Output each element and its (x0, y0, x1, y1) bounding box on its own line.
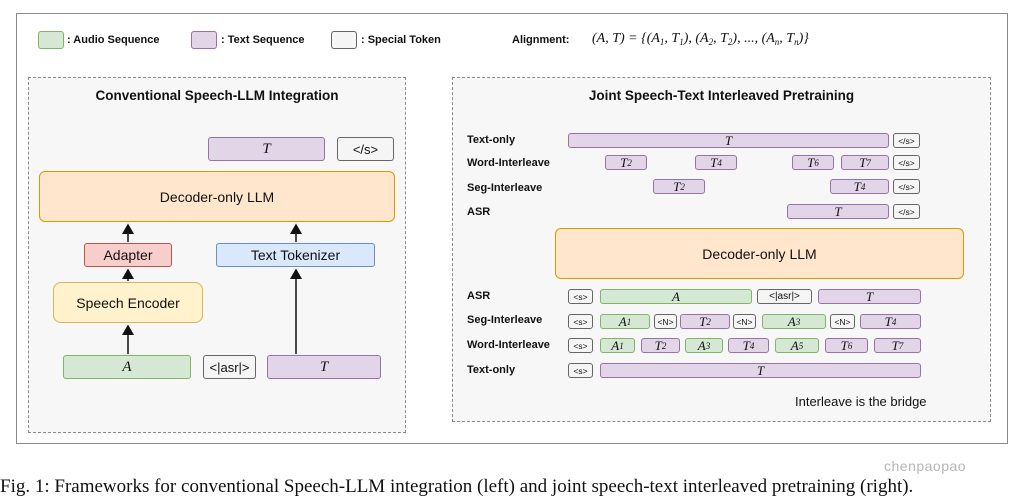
right-panel-title: Joint Speech-Text Interleaved Pretrainin… (588, 88, 855, 103)
left-llm-block: Decoder-only LLM (39, 171, 395, 222)
row-label-word-interleave-top: Word-Interleave (467, 157, 550, 169)
legend-text-label: : Text Sequence (221, 34, 305, 46)
legend-special-swatch (331, 31, 357, 49)
bottom-seg-n1: <N> (654, 314, 677, 329)
legend-audio-swatch (38, 31, 64, 49)
top-asr-t: T (787, 204, 889, 219)
left-asr-token: <|asr|> (203, 355, 256, 379)
speech-encoder-block: Speech Encoder (53, 282, 203, 323)
top-text-only-t: T (568, 133, 889, 148)
top-word-eos: </s> (893, 155, 920, 170)
figure-frame (16, 13, 1008, 444)
watermark: chenpaopao (884, 458, 967, 474)
bridge-caption: Interleave is the bridge (795, 394, 927, 409)
row-label-asr-top: ASR (467, 206, 491, 218)
left-audio-input: A (63, 355, 191, 379)
row-label-seg-interleave-top: Seg-Interleave (467, 182, 543, 194)
bottom-word-bos: <s> (568, 338, 593, 353)
row-label-word-interleave-bottom: Word-Interleave (467, 339, 550, 351)
right-llm-block: Decoder-only LLM (555, 228, 964, 279)
row-label-seg-interleave-bottom: Seg-Interleave (467, 314, 543, 326)
bottom-asr-t: T (818, 289, 921, 304)
bottom-text-only-bos: <s> (568, 363, 593, 378)
figure-caption: Fig. 1: Frameworks for conventional Spee… (0, 476, 914, 497)
row-label-asr-bottom: ASR (467, 290, 491, 302)
left-panel-title: Conventional Speech-LLM Integration (95, 88, 339, 103)
left-text-input: T (267, 355, 381, 379)
bottom-seg-bos: <s> (568, 314, 593, 329)
legend-text-swatch (191, 31, 217, 49)
left-output-t: T (208, 137, 325, 161)
alignment-formula: (A, T) = {(A1, T1), (A2, T2), ..., (An, … (592, 31, 809, 47)
top-text-only-eos: </s> (893, 133, 920, 148)
text-tokenizer-block: Text Tokenizer (216, 243, 375, 267)
bottom-text-only-t: T (600, 363, 921, 378)
bottom-seg-n2: <N> (733, 314, 756, 329)
left-eos-token: </s> (337, 137, 394, 161)
legend-special-label: : Special Token (361, 34, 441, 46)
row-label-text-only-bottom: Text-only (467, 364, 516, 376)
bottom-asr-a: A (600, 289, 752, 304)
bottom-asr-token: <|asr|> (757, 289, 812, 304)
top-seg-eos: </s> (893, 179, 920, 194)
bottom-seg-n3: <N> (830, 314, 855, 329)
adapter-block: Adapter (84, 243, 172, 267)
alignment-label: Alignment: (512, 34, 570, 46)
top-asr-eos: </s> (893, 204, 920, 219)
row-label-text-only-top: Text-only (467, 134, 516, 146)
bottom-asr-bos: <s> (568, 289, 593, 304)
legend-audio-label: : Audio Sequence (67, 34, 160, 46)
